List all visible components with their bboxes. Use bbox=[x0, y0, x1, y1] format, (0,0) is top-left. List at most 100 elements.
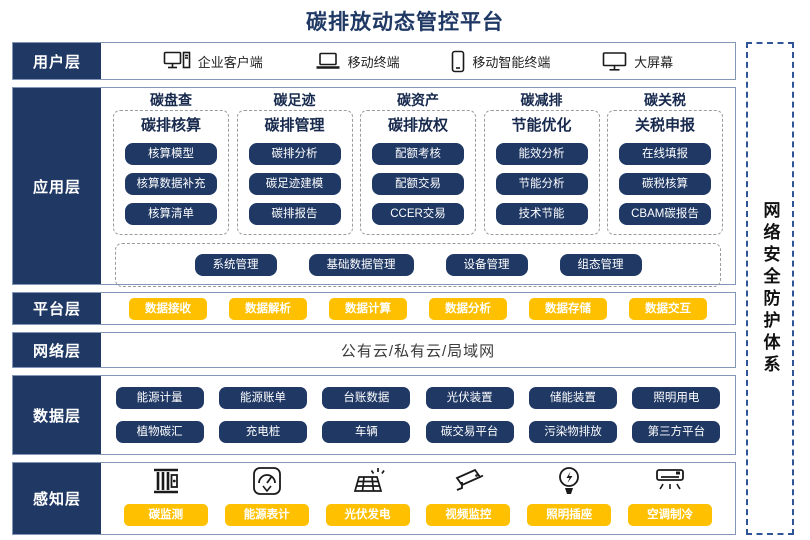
perception-item-energy-meter: 能源表计 bbox=[224, 463, 309, 526]
data-source-pill: 充电桩 bbox=[218, 420, 307, 443]
app-module-pill: 配额交易 bbox=[372, 173, 464, 195]
carbon-monitor-icon bbox=[150, 463, 182, 499]
app-module-pill: 碳税核算 bbox=[619, 173, 711, 195]
layer-label-platform: 平台层 bbox=[13, 293, 101, 324]
user-layer-content: 企业客户端 移动终端 bbox=[101, 43, 735, 79]
app-module-pill: 配额考核 bbox=[372, 143, 464, 165]
app-module-pill: 技术节能 bbox=[495, 203, 588, 225]
layer-label-data: 数据层 bbox=[13, 376, 101, 454]
security-protection-panel: 网络安全防护体系 bbox=[746, 42, 794, 535]
perception-pill: 碳监测 bbox=[123, 504, 208, 526]
layer-row-platform: 平台层 数据接收 数据解析 数据计算 数据分析 数据存储 数据交互 bbox=[12, 292, 736, 325]
user-item-label: 移动智能终端 bbox=[472, 54, 551, 70]
data-source-pill: 污染物排放 bbox=[528, 420, 617, 443]
air-conditioner-icon bbox=[653, 463, 687, 499]
layer-label-perception: 感知层 bbox=[13, 463, 101, 534]
data-source-pill: 照明用电 bbox=[632, 387, 721, 410]
solar-panel-icon bbox=[351, 463, 385, 499]
platform-pill: 数据解析 bbox=[229, 297, 307, 320]
layer-label-user: 用户层 bbox=[13, 43, 101, 79]
perception-pill: 光伏发电 bbox=[325, 504, 410, 526]
app-module-pill: 核算数据补充 bbox=[125, 173, 217, 195]
platform-pill: 数据计算 bbox=[329, 297, 407, 320]
app-columns: 碳盘查 碳排核算 核算模型 核算数据补充 核算清单 碳足迹 碳排管理 碳排分析 bbox=[113, 92, 723, 235]
app-column-title: 碳减排 bbox=[520, 92, 563, 108]
layer-label-app: 应用层 bbox=[13, 88, 101, 284]
app-column-subtitle: 关税申报 bbox=[634, 117, 695, 134]
app-column-carbon-asset: 碳资产 碳排放权 配额考核 配额交易 CCER交易 bbox=[360, 92, 476, 235]
app-column-carbon-footprint: 碳足迹 碳排管理 碳排分析 碳足迹建模 碳排报告 bbox=[236, 92, 353, 235]
big-screen-icon bbox=[602, 51, 627, 72]
app-column-subtitle: 碳排核算 bbox=[140, 117, 201, 134]
data-source-pill: 第三方平台 bbox=[632, 420, 721, 443]
security-panel-label: 网络安全防护体系 bbox=[760, 200, 780, 377]
app-column-box: 碳排放权 配额考核 配额交易 CCER交易 bbox=[360, 110, 476, 235]
data-layer-content: 能源计量 能源账单 台账数据 光伏装置 储能装置 照明用电 植物碳汇 充电桩 车… bbox=[101, 376, 735, 454]
data-source-pill: 能源计量 bbox=[115, 387, 204, 410]
page-title: 碳排放动态管控平台 bbox=[306, 11, 504, 34]
platform-pill: 数据存储 bbox=[529, 297, 607, 320]
light-bulb-icon bbox=[556, 463, 582, 499]
layer-row-perception: 感知层 碳监测 bbox=[12, 462, 736, 535]
app-column-box: 碳排核算 核算模型 核算数据补充 核算清单 bbox=[113, 110, 229, 235]
perception-layer-content: 碳监测 能源表计 bbox=[101, 463, 735, 534]
layer-stack: 用户层 企业客户端 bbox=[12, 42, 736, 535]
user-item-smart-terminal: 移动智能终端 bbox=[451, 50, 550, 73]
platform-pill: 数据接收 bbox=[129, 297, 207, 320]
perception-item-cctv: 视频监控 bbox=[426, 463, 511, 526]
perception-item-lighting: 照明插座 bbox=[527, 463, 612, 526]
app-module-pill: CCER交易 bbox=[372, 203, 464, 225]
data-source-pill: 光伏装置 bbox=[425, 387, 514, 410]
app-column-carbon-inventory: 碳盘查 碳排核算 核算模型 核算数据补充 核算清单 bbox=[113, 92, 229, 235]
app-column-carbon-tariff: 碳关税 关税申报 在线填报 碳税核算 CBAM碳报告 bbox=[607, 92, 723, 235]
smartphone-icon bbox=[451, 50, 465, 73]
user-item-label: 企业客户端 bbox=[197, 54, 263, 70]
app-column-box: 关税申报 在线填报 碳税核算 CBAM碳报告 bbox=[607, 110, 723, 235]
user-item-label: 移动终端 bbox=[347, 54, 400, 70]
app-common-box: 系统管理 基础数据管理 设备管理 组态管理 bbox=[115, 243, 721, 287]
app-module-pill: 核算清单 bbox=[125, 203, 217, 225]
desktop-pc-icon bbox=[163, 50, 191, 72]
app-module-pill: 节能分析 bbox=[495, 173, 588, 195]
data-source-pill: 台账数据 bbox=[322, 387, 411, 410]
data-source-pill: 储能装置 bbox=[528, 387, 617, 410]
app-module-pill: 碳排分析 bbox=[248, 143, 341, 165]
app-column-title: 碳足迹 bbox=[273, 92, 316, 108]
app-column-subtitle: 碳排管理 bbox=[264, 117, 325, 134]
layer-label-network: 网络层 bbox=[13, 333, 101, 367]
app-column-title: 碳资产 bbox=[397, 92, 439, 108]
layer-row-user: 用户层 企业客户端 bbox=[12, 42, 736, 80]
app-column-subtitle: 碳排放权 bbox=[387, 117, 448, 134]
app-module-pill: CBAM碳报告 bbox=[619, 203, 711, 225]
platform-pill: 数据分析 bbox=[429, 297, 507, 320]
perception-item-ac: 空调制冷 bbox=[628, 463, 713, 526]
app-column-subtitle: 节能优化 bbox=[511, 117, 572, 134]
app-common-pill: 设备管理 bbox=[445, 254, 528, 276]
app-module-pill: 核算模型 bbox=[125, 143, 217, 165]
perception-pill: 空调制冷 bbox=[628, 504, 713, 526]
laptop-icon bbox=[315, 51, 341, 71]
app-module-pill: 能效分析 bbox=[495, 143, 588, 165]
perception-pill: 视频监控 bbox=[426, 504, 511, 526]
user-item-mobile-terminal: 移动终端 bbox=[315, 51, 400, 71]
app-common-pill: 基础数据管理 bbox=[308, 254, 414, 276]
app-column-box: 碳排管理 碳排分析 碳足迹建模 碳排报告 bbox=[236, 110, 353, 235]
layer-row-network: 网络层 公有云/私有云/局域网 bbox=[12, 332, 736, 368]
app-module-pill: 碳足迹建模 bbox=[248, 173, 341, 195]
app-column-title: 碳关税 bbox=[644, 92, 686, 108]
app-module-pill: 碳排报告 bbox=[248, 203, 341, 225]
platform-pill: 数据交互 bbox=[629, 297, 707, 320]
cctv-camera-icon bbox=[451, 463, 485, 499]
network-layer-text: 公有云/私有云/局域网 bbox=[340, 342, 496, 360]
app-common-pill: 组态管理 bbox=[559, 254, 642, 276]
energy-meter-icon bbox=[251, 463, 283, 499]
layer-row-app: 应用层 碳盘查 碳排核算 核算模型 核算数据补充 核算清单 碳足迹 bbox=[12, 87, 736, 287]
platform-layer-content: 数据接收 数据解析 数据计算 数据分析 数据存储 数据交互 bbox=[101, 293, 735, 324]
perception-pill: 照明插座 bbox=[527, 504, 612, 526]
app-module-pill: 在线填报 bbox=[619, 143, 711, 165]
perception-item-solar: 光伏发电 bbox=[325, 463, 410, 526]
app-column-title: 碳盘查 bbox=[150, 92, 192, 108]
user-item-big-screen: 大屏幕 bbox=[602, 51, 673, 72]
app-column-carbon-reduction: 碳减排 节能优化 能效分析 节能分析 技术节能 bbox=[483, 92, 600, 235]
